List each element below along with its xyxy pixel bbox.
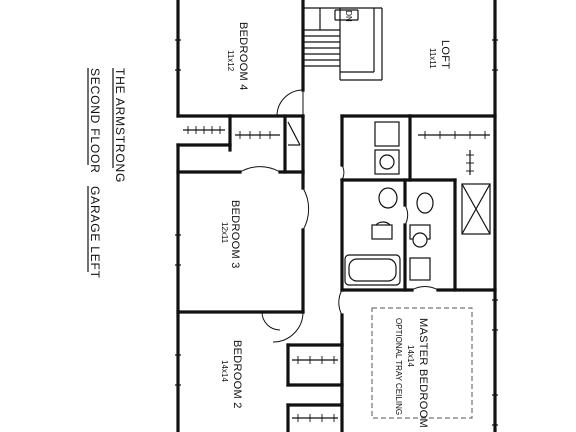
bedroom3-dims: 12x11 bbox=[220, 222, 229, 244]
loft-label: LOFT bbox=[439, 40, 451, 69]
bedroom2-dims: 14x14 bbox=[220, 360, 229, 382]
title-block: THE ARMSTRONG SECOND FLOOR GARAGE LEFT bbox=[87, 68, 127, 279]
exterior-walls bbox=[176, 0, 497, 432]
bath-fixtures bbox=[344, 183, 491, 286]
doors bbox=[239, 89, 439, 343]
loft-dims: 11x11 bbox=[428, 48, 437, 69]
stairs: DN bbox=[303, 7, 383, 81]
interior-walls bbox=[176, 0, 497, 432]
bedroom2-label: BEDROOM 2 bbox=[231, 340, 243, 409]
laundry-fixtures bbox=[374, 121, 400, 175]
bedroom3-label: BEDROOM 3 bbox=[229, 200, 241, 269]
bedroom4-label: BEDROOM 4 bbox=[237, 22, 249, 91]
title-line1: THE ARMSTRONG bbox=[113, 68, 127, 183]
master-bedroom-label: MASTER BEDROOM bbox=[417, 318, 429, 428]
master-bedroom-dims: 14x14 bbox=[406, 345, 415, 367]
stair-label: DN bbox=[344, 10, 353, 22]
title-line3: GARAGE LEFT bbox=[88, 186, 102, 279]
windows bbox=[175, 39, 498, 426]
title-line2: SECOND FLOOR bbox=[88, 68, 102, 174]
closet-rods bbox=[183, 121, 490, 422]
master-bedroom-note: OPTIONAL TRAY CEILING bbox=[394, 318, 403, 415]
tray-ceiling-outline bbox=[371, 307, 473, 419]
bedroom4-dims: 11x12 bbox=[226, 50, 235, 72]
